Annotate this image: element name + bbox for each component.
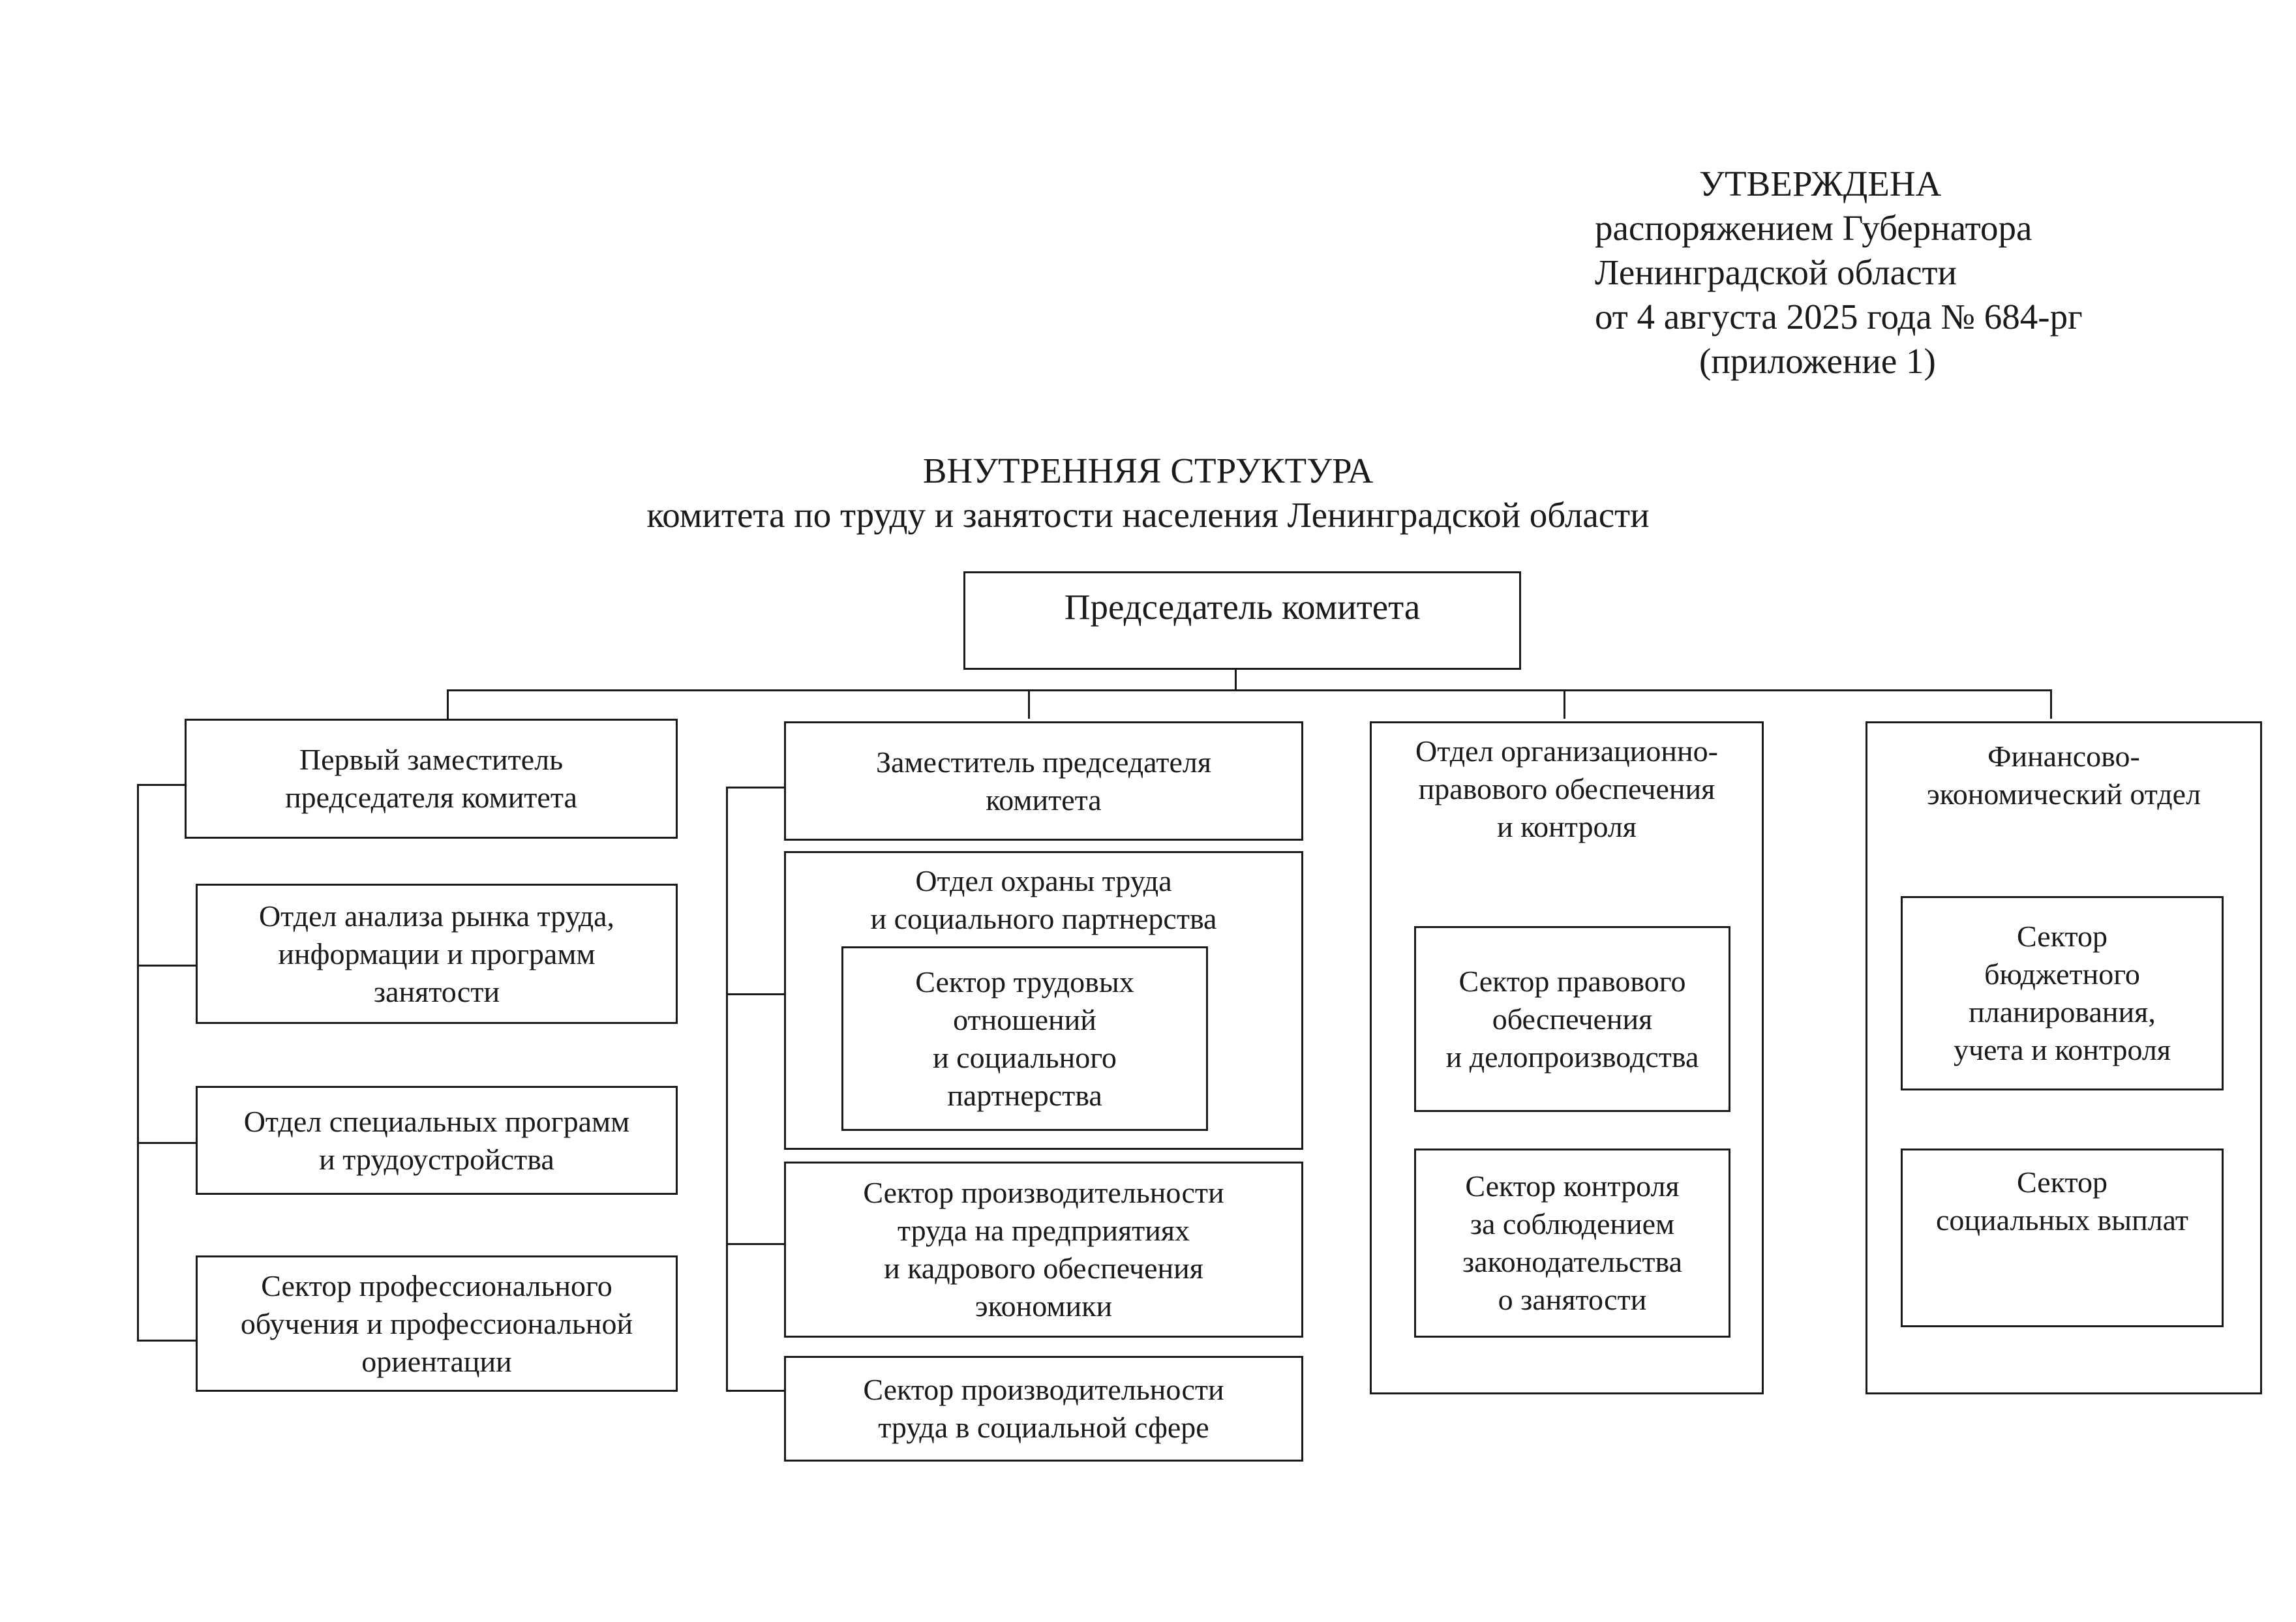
productivity-enterprise-label: Сектор производительности труда на предп… <box>863 1176 1224 1323</box>
connector-first-deputy-spine <box>137 784 139 1342</box>
heading-subtitle: комитета по труду и занятости населения … <box>646 495 1650 535</box>
employment-control-label: Сектор контроля за соблюдением законодат… <box>1462 1169 1683 1316</box>
budget-planning-label: Сектор бюджетного планирования, учета и … <box>1953 920 2171 1066</box>
document-heading: ВНУТРЕННЯЯ СТРУКТУРА комитета по труду и… <box>0 449 2296 537</box>
special-programs-label: Отдел специальных программ и трудоустрой… <box>243 1104 630 1176</box>
social-payments-label: Сектор социальных выплат <box>1936 1165 2188 1237</box>
legal-dept-label: Отдел организационно- правового обеспече… <box>1415 734 1718 843</box>
deputy-box: Заместитель председателя комитета <box>784 721 1303 841</box>
connector-deputy-unit-2 <box>726 1243 784 1245</box>
approval-line-1: распоряжением Губернатора <box>1595 208 2032 248</box>
chairman-label: Председатель комитета <box>1064 587 1421 627</box>
labor-safety-label: Отдел охраны труда и социального партнер… <box>870 864 1217 935</box>
connector-first-deputy-unit-2 <box>137 1142 196 1144</box>
connector-to-finance-dept <box>2050 689 2052 719</box>
chairman-box: Председатель комитета <box>963 571 1521 670</box>
labor-market-analysis-dept: Отдел анализа рынка труда, информации и … <box>196 884 678 1024</box>
productivity-social-label: Сектор производительности труда в социал… <box>863 1373 1224 1444</box>
connector-first-deputy-unit-1 <box>137 965 196 967</box>
connector-deputy-spine <box>726 787 728 1392</box>
productivity-enterprise-sector: Сектор производительности труда на предп… <box>784 1162 1303 1338</box>
labor-market-analysis-label: Отдел анализа рынка труда, информации и … <box>258 899 615 1008</box>
vocational-training-sector: Сектор профессионального обучения и проф… <box>196 1255 678 1392</box>
budget-planning-sector: Сектор бюджетного планирования, учета и … <box>1901 896 2224 1090</box>
labor-relations-sector: Сектор трудовых отношений и социального … <box>841 946 1208 1131</box>
connector-first-deputy-unit-3 <box>137 1340 196 1342</box>
social-payments-sector: Сектор социальных выплат <box>1901 1149 2224 1327</box>
productivity-social-sector: Сектор производительности труда в социал… <box>784 1356 1303 1462</box>
labor-relations-label: Сектор трудовых отношений и социального … <box>915 965 1134 1112</box>
legal-support-sector: Сектор правового обеспечения и делопроиз… <box>1414 926 1730 1112</box>
first-deputy-label: Первый заместитель председателя комитета <box>285 743 577 814</box>
approval-stamp: УТВЕРЖДЕНА распоряжением Губернатора Лен… <box>1595 162 2182 383</box>
connector-to-legal-dept <box>1563 689 1565 719</box>
vocational-training-label: Сектор профессионального обучения и проф… <box>240 1269 633 1378</box>
approval-line-3: от 4 августа 2025 года № 684-рг <box>1595 297 2083 337</box>
approval-appendix: (приложение 1) <box>1699 341 1936 381</box>
connector-to-deputy <box>1028 689 1030 719</box>
connector-top-bus <box>447 689 2052 691</box>
approval-line-2: Ленинградской области <box>1595 252 1957 292</box>
heading-title: ВНУТРЕННЯЯ СТРУКТУРА <box>922 451 1374 490</box>
connector-deputy-unit-3 <box>726 1390 784 1392</box>
special-programs-dept: Отдел специальных программ и трудоустрой… <box>196 1086 678 1195</box>
connector-deputy-head <box>726 787 784 788</box>
connector-first-deputy-head <box>137 784 185 786</box>
first-deputy-box: Первый заместитель председателя комитета <box>185 719 678 839</box>
employment-control-sector: Сектор контроля за соблюдением законодат… <box>1414 1149 1730 1338</box>
deputy-label: Заместитель председателя комитета <box>875 745 1212 817</box>
approval-title: УТВЕРЖДЕНА <box>1699 164 1942 203</box>
connector-deputy-unit-1 <box>726 993 784 995</box>
legal-support-label: Сектор правового обеспечения и делопроиз… <box>1445 964 1699 1074</box>
finance-dept-label: Финансово- экономический отдел <box>1926 740 2201 811</box>
connector-chair-down <box>1235 668 1237 690</box>
connector-to-first-deputy <box>447 689 449 719</box>
